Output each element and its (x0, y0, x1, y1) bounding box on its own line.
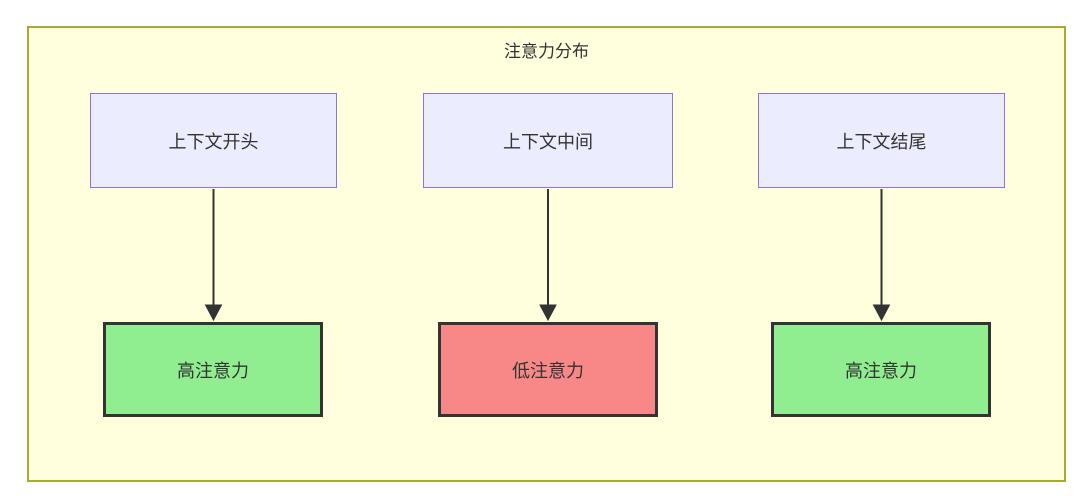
node-context-start: 上下文开头 (90, 93, 337, 188)
node-context-end: 上下文结尾 (758, 93, 1005, 188)
node-high-attention-right: 高注意力 (771, 322, 991, 417)
node-context-middle: 上下文中间 (423, 93, 673, 188)
node-low-attention-middle: 低注意力 (438, 322, 658, 417)
node-high-attention-left: 高注意力 (103, 322, 323, 417)
cluster-title: 注意力分布 (504, 42, 589, 61)
